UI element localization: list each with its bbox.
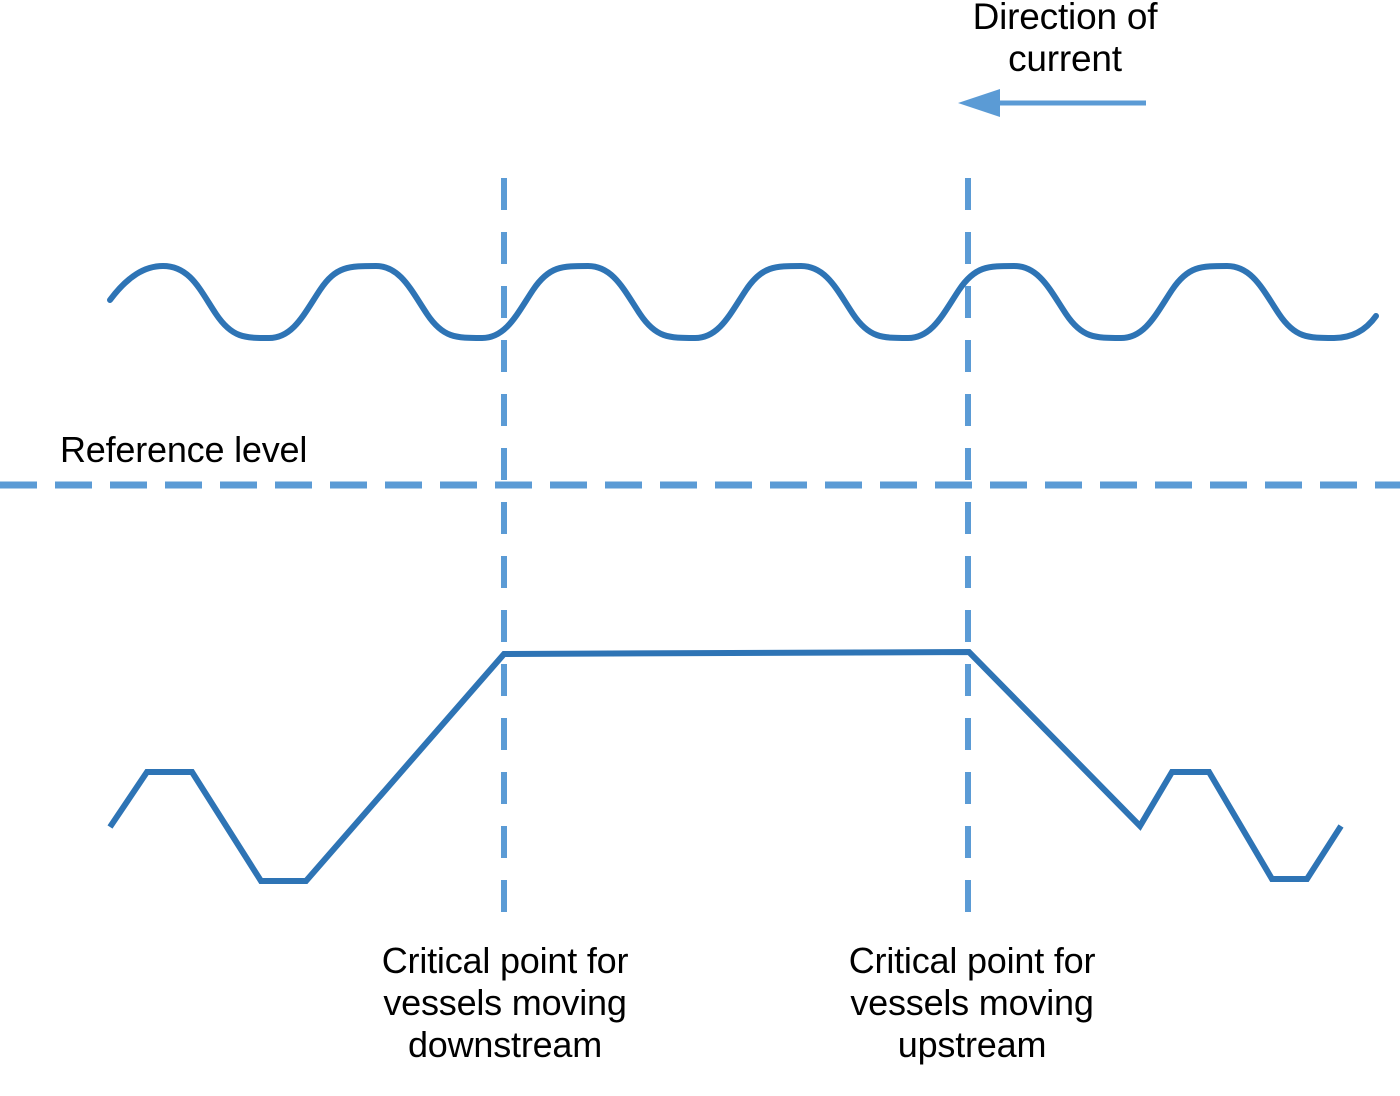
critical-point-downstream-label: Critical point for vessels moving downst… xyxy=(381,940,629,1065)
water-surface-wave xyxy=(107,263,1379,341)
reference-level-label: Reference level xyxy=(60,429,308,470)
direction-of-current-label: Direction of current xyxy=(972,0,1158,80)
river-bed-profile xyxy=(107,648,1344,884)
critical-point-upstream-label: Critical point for vessels moving upstre… xyxy=(848,940,1096,1065)
current-direction-arrow-group xyxy=(958,89,1146,117)
left-arrow-icon-head xyxy=(958,89,1000,117)
